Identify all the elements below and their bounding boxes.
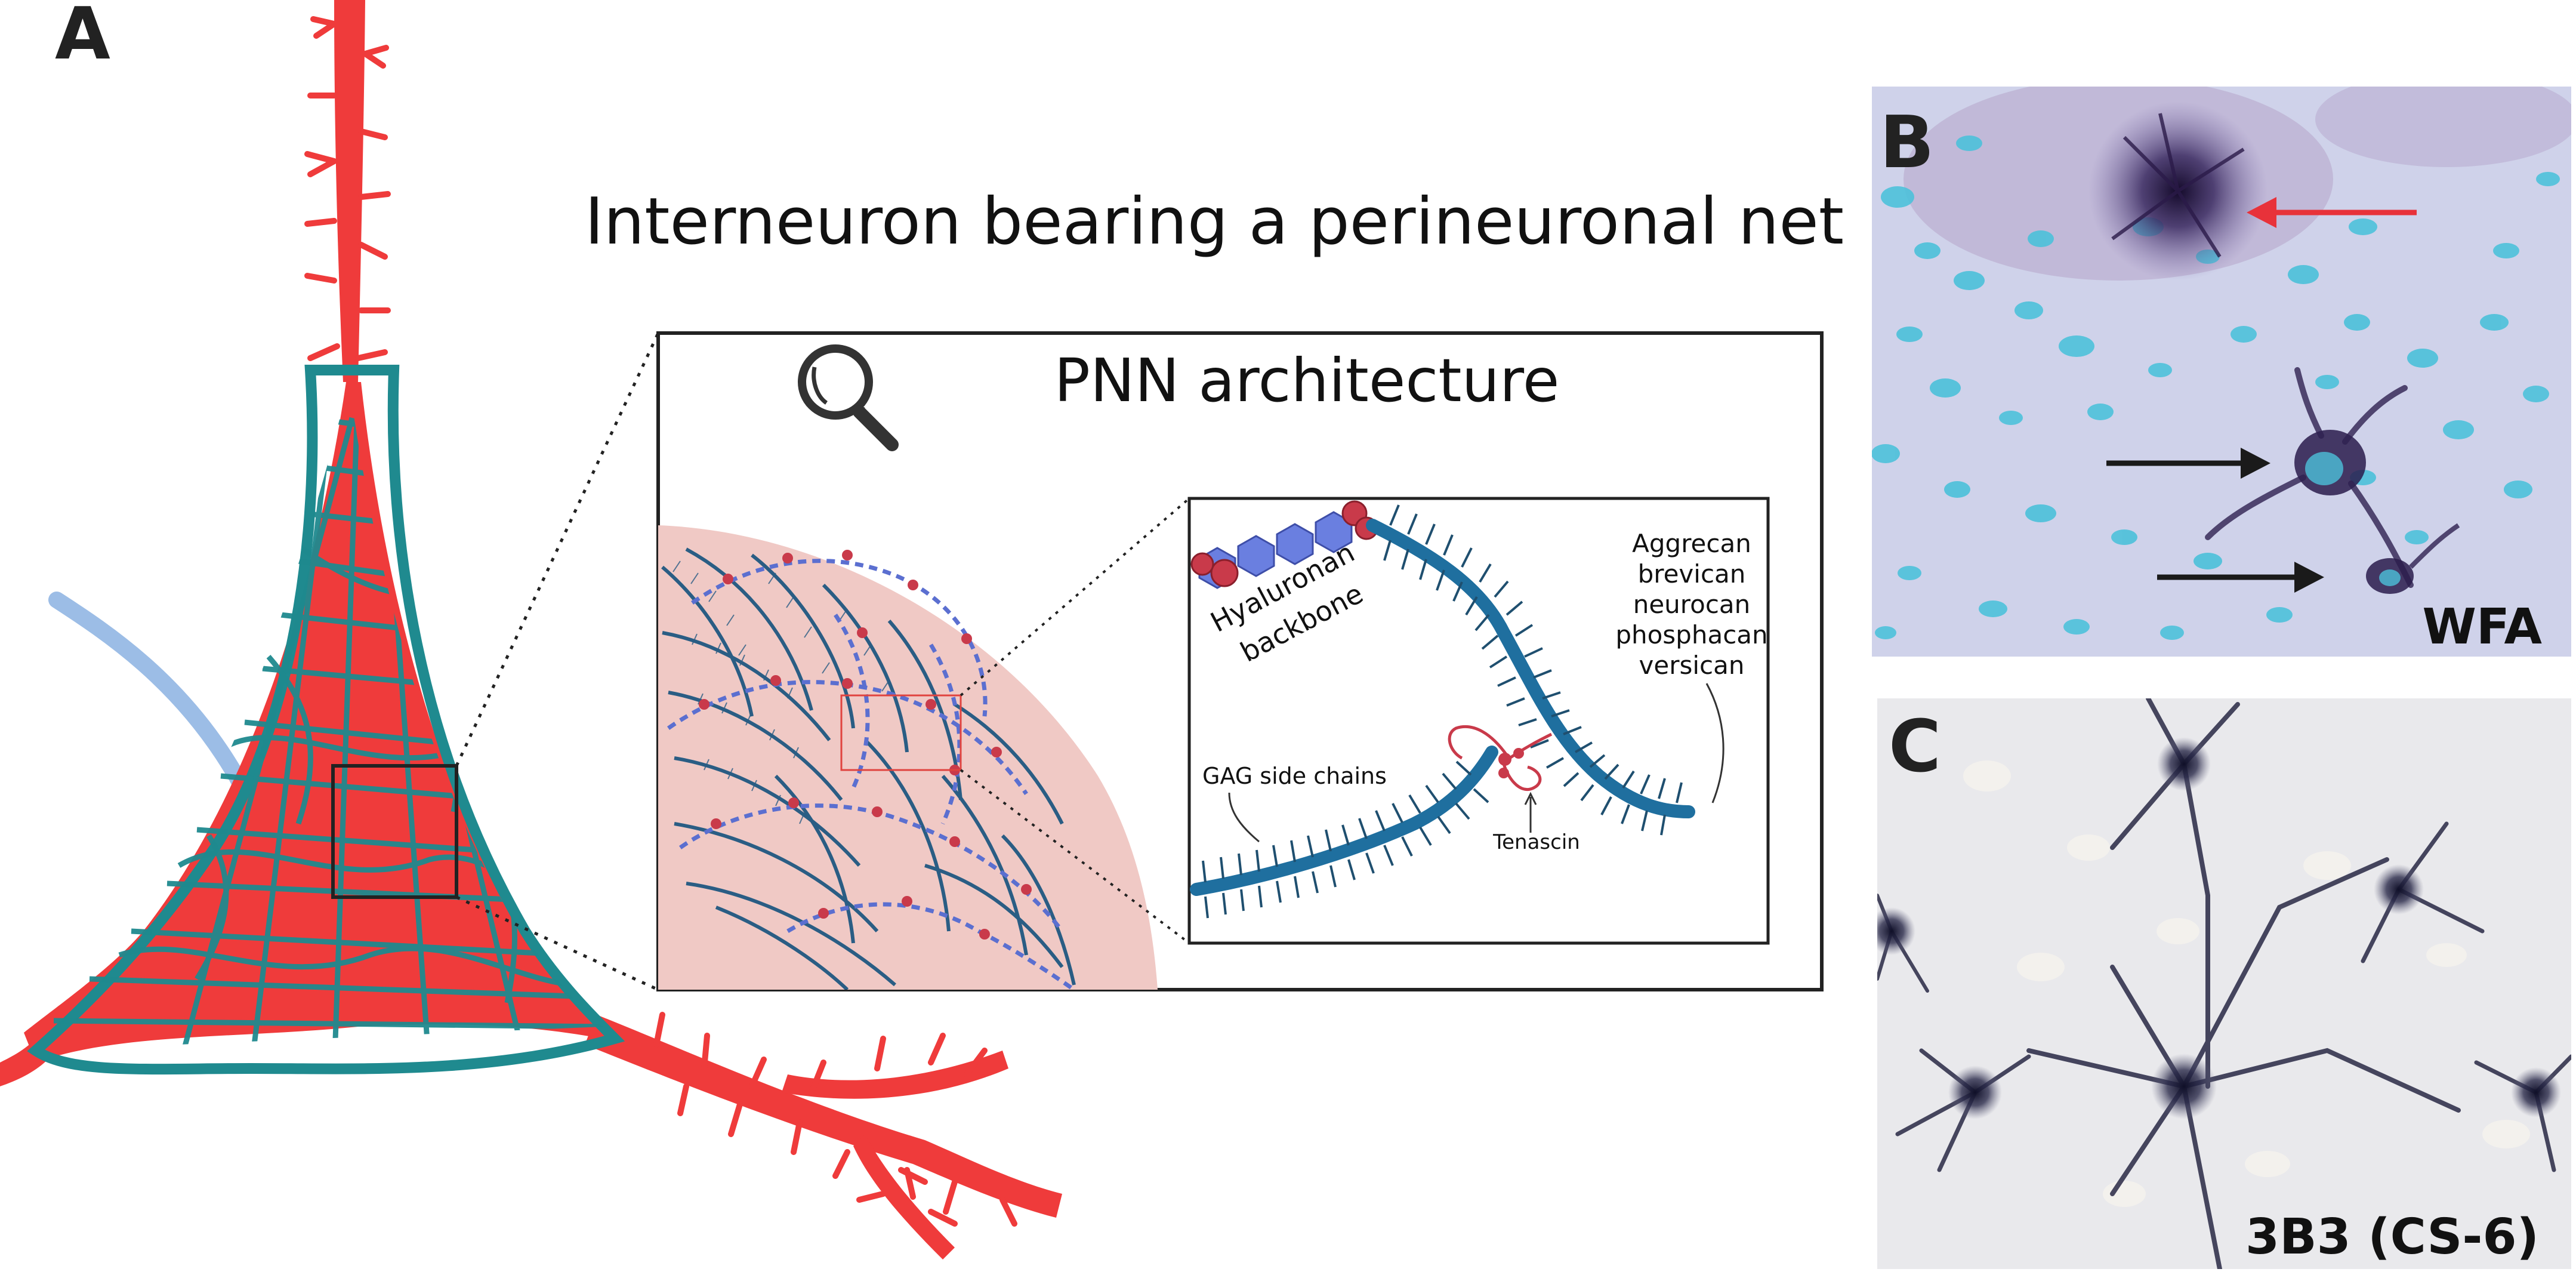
panel-a-title: Interneuron bearing a perineuronal net <box>585 184 1844 259</box>
label-gag-side-chains: GAG side chains <box>1202 763 1387 789</box>
axon <box>48 592 259 826</box>
panel-c: C 3B3 (CS-6) <box>1877 698 2571 1269</box>
label-phosphacan: phosphacan <box>1615 620 1767 649</box>
panel-a-letter: A <box>55 0 110 76</box>
perineuronal-net <box>27 365 625 1075</box>
magnifier-icon <box>798 344 899 451</box>
panel-c-letter: C <box>1889 706 1941 789</box>
proteoglycan-core-1 <box>1366 519 1695 818</box>
black-arrow-icon <box>2106 448 2270 479</box>
zoom-region-box <box>331 764 458 899</box>
proteoglycan-pointer <box>1705 683 1724 803</box>
dendritic-spines <box>304 16 1017 1227</box>
cs6-neuron-center <box>2151 1054 2217 1119</box>
panel-b-letter: B <box>1880 101 1934 184</box>
cs6-neuron-left <box>1948 1065 2002 1119</box>
tenascin-pointer-head <box>1524 792 1537 805</box>
black-arrow-icon-lower <box>2157 562 2324 593</box>
mesh-zoom-box <box>840 694 962 771</box>
panel-a: A <box>0 0 1844 1259</box>
label-brevican: brevican <box>1638 559 1746 589</box>
panel-b: B WFA <box>1872 87 2571 657</box>
zoom-connector-bottom <box>455 895 659 991</box>
proteoglycan-core-2 <box>1190 746 1498 896</box>
label-neurocan: neurocan <box>1633 590 1751 619</box>
cs6-neuron-lower-right <box>2511 1067 2561 1117</box>
red-arrow-icon <box>2247 197 2417 228</box>
label-versican: versican <box>1639 651 1745 680</box>
proteoglycan-labels: Aggrecan brevican neurocan phosphacan ve… <box>1615 529 1767 680</box>
pnn-mesh <box>658 525 1158 990</box>
cs6-micrograph <box>1877 698 2571 1269</box>
mesh-connector-bottom <box>960 769 1190 944</box>
label-tenascin: Tenascin <box>1492 830 1580 854</box>
cs6-neuron-right <box>2374 864 2424 914</box>
mesh-connector-top <box>960 497 1190 697</box>
zoom-connector-top <box>455 332 660 767</box>
panel-c-stain-label: 3B3 (CS-6) <box>2245 1209 2539 1265</box>
cs6-neuron-top <box>2157 737 2211 791</box>
panel-b-stain-label: WFA <box>2422 599 2542 655</box>
pnn-architecture-title: PNN architecture <box>1054 346 1560 415</box>
label-aggrecan: Aggrecan <box>1632 529 1751 558</box>
gag-pointer <box>1228 792 1260 843</box>
